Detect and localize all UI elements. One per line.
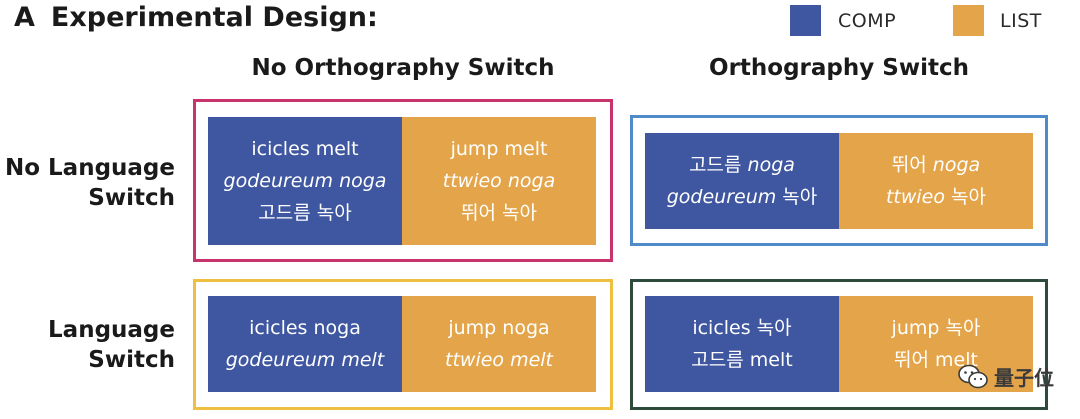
list-cell: jump 녹아 뛰어 melt [839, 296, 1033, 392]
cell-line: godeureum melt [225, 349, 385, 371]
page-title: A Experimental Design: [14, 2, 378, 33]
watermark-text: 量子位 [994, 366, 1054, 390]
cell-line: 고드름 melt [691, 349, 793, 371]
list-cell: jump melt ttwieo noga 뛰어 녹아 [402, 117, 596, 245]
comp-cell: 고드름 noga godeureum 녹아 [645, 133, 839, 229]
cell-line: godeureum 녹아 [667, 181, 818, 213]
row-header-language-switch: Language Switch [0, 315, 175, 375]
cell-line: 뛰어 녹아 [461, 202, 537, 224]
cell-text: 뛰어 noga [891, 154, 981, 176]
cell-text: 고드름 noga [689, 154, 795, 176]
wechat-icon [958, 364, 988, 388]
column-header-no-orthography-switch: No Orthography Switch [251, 55, 555, 81]
comp-cell: icicles 녹아 고드름 melt [645, 296, 839, 392]
legend-label-comp: COMP [838, 10, 897, 32]
title-text: Experimental Design: [50, 2, 378, 33]
row-header-no-language-switch: No Language Switch [0, 153, 175, 213]
frame-no-language-no-orthography [193, 99, 613, 262]
legend-swatch-comp [790, 5, 821, 36]
cell-line: icicles 녹아 [692, 317, 792, 339]
legend-label-list: LIST [1000, 10, 1042, 32]
cell-line: 고드름 noga [689, 149, 795, 181]
cell-line: icicles melt [251, 138, 359, 160]
cell-text: godeureum 녹아 [666, 186, 818, 208]
watermark: 量子位 [958, 362, 1054, 391]
list-cell: jump noga ttwieo melt [402, 296, 596, 392]
frame-no-language-orthography [630, 115, 1048, 246]
cell-text: ttwieo 녹아 [885, 186, 987, 208]
cell-line: 뛰어 noga [892, 149, 980, 181]
cell-line: 뛰어 melt [894, 349, 978, 371]
column-header-orthography-switch: Orthography Switch [709, 55, 969, 81]
row-header-line: Switch [88, 347, 175, 373]
row-header-line: Switch [88, 185, 175, 211]
cell-line: jump noga [448, 317, 550, 339]
frame-language-no-orthography [193, 279, 613, 410]
legend-swatch-list [953, 5, 984, 36]
cell-line: ttwieo noga [442, 170, 556, 192]
comp-cell: icicles melt godeureum noga 고드름 녹아 [208, 117, 402, 245]
cell-line: godeureum noga [223, 170, 387, 192]
cell-line: 고드름 녹아 [258, 202, 352, 224]
cell-line: ttwieo 녹아 [886, 181, 986, 213]
panel-letter: A [14, 2, 35, 33]
row-header-line: No Language [4, 155, 175, 181]
cell-line: jump melt [450, 138, 548, 160]
frame-language-orthography [630, 279, 1048, 410]
cell-line: ttwieo melt [445, 349, 553, 371]
comp-cell: icicles noga godeureum melt [208, 296, 402, 392]
list-cell: 뛰어 noga ttwieo 녹아 [839, 133, 1033, 229]
cell-line: icicles noga [249, 317, 361, 339]
row-header-line: Language [48, 317, 175, 343]
cell-line: jump 녹아 [891, 317, 981, 339]
